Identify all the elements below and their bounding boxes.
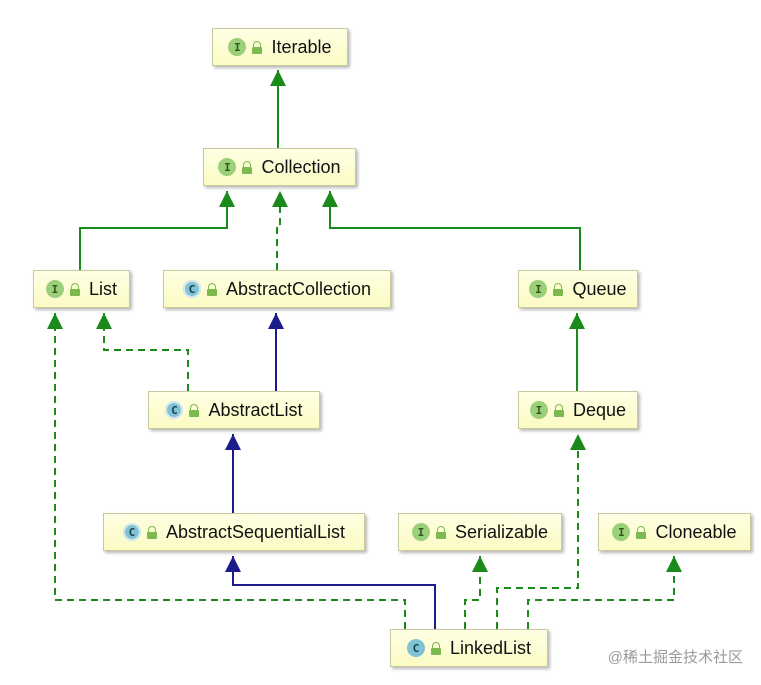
node-queue[interactable]: I Queue bbox=[518, 270, 638, 308]
node-label: Cloneable bbox=[655, 521, 737, 542]
node-label: LinkedList bbox=[449, 637, 532, 658]
node-label: AbstractCollection bbox=[225, 278, 372, 299]
public-lock-icon bbox=[553, 282, 564, 296]
node-list[interactable]: I List bbox=[33, 270, 130, 308]
node-iterable[interactable]: I Iterable bbox=[212, 28, 348, 66]
node-label: List bbox=[88, 278, 117, 299]
public-lock-icon bbox=[206, 282, 218, 296]
edge-linkedlist-cloneable bbox=[527, 556, 682, 629]
public-lock-icon bbox=[636, 525, 647, 539]
node-abstract-list[interactable]: C AbstractList bbox=[148, 391, 320, 429]
edge-list-collection bbox=[79, 191, 235, 270]
abstract-class-icon: C bbox=[182, 280, 201, 298]
node-abstract-sequential-list[interactable]: C AbstractSequentialList bbox=[103, 513, 365, 551]
class-icon: C bbox=[406, 639, 425, 657]
watermark: @稀土掘金技术社区 bbox=[607, 649, 743, 666]
interface-icon: I bbox=[218, 158, 237, 176]
node-label: Deque bbox=[572, 399, 627, 420]
node-deque[interactable]: I Deque bbox=[518, 391, 638, 429]
edge-linkedlist-deque bbox=[496, 434, 586, 629]
interface-icon: I bbox=[612, 523, 631, 541]
public-lock-icon bbox=[69, 282, 81, 296]
node-serializable[interactable]: I Serializable bbox=[398, 513, 562, 551]
node-label: Serializable bbox=[454, 521, 549, 542]
abstract-class-icon: C bbox=[122, 523, 141, 541]
node-collection[interactable]: I Collection bbox=[203, 148, 356, 186]
public-lock-icon bbox=[189, 403, 200, 417]
public-lock-icon bbox=[430, 641, 442, 655]
node-label: AbstractSequentialList bbox=[165, 521, 346, 542]
abstract-class-icon: C bbox=[165, 401, 184, 419]
node-cloneable[interactable]: I Cloneable bbox=[598, 513, 751, 551]
edge-linkedlist-list bbox=[47, 313, 406, 629]
interface-icon: I bbox=[529, 401, 548, 419]
node-label: Iterable bbox=[271, 36, 332, 57]
interface-icon: I bbox=[529, 280, 548, 298]
node-linked-list[interactable]: C LinkedList bbox=[390, 629, 548, 667]
public-lock-icon bbox=[242, 160, 253, 174]
node-label: Queue bbox=[572, 278, 627, 299]
public-lock-icon bbox=[553, 403, 565, 417]
edge-queue-collection bbox=[322, 191, 581, 270]
node-label: AbstractList bbox=[208, 399, 303, 420]
node-label: Collection bbox=[261, 156, 341, 177]
interface-icon: I bbox=[45, 280, 64, 298]
edge-abstractcollection-collection bbox=[272, 191, 288, 270]
interface-icon: I bbox=[411, 523, 430, 541]
edge-abstractlist-list bbox=[96, 313, 189, 391]
edge-linkedlist-abstractsequentiallist bbox=[225, 556, 436, 629]
node-abstract-collection[interactable]: C AbstractCollection bbox=[163, 270, 391, 308]
public-lock-icon bbox=[435, 525, 447, 539]
edge-linkedlist-serializable bbox=[464, 556, 488, 629]
interface-icon: I bbox=[228, 38, 247, 56]
public-lock-icon bbox=[252, 40, 263, 54]
public-lock-icon bbox=[146, 525, 158, 539]
